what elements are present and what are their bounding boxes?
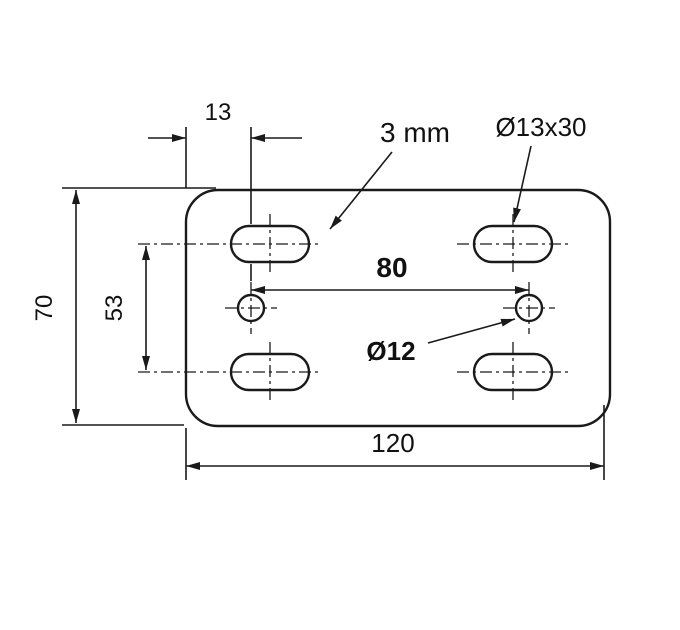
leader-line [513, 145, 532, 223]
label-thickness: 3 mm [380, 117, 450, 148]
dim-label-70: 70 [31, 295, 58, 322]
dim-label-53: 53 [101, 295, 128, 322]
leader-thickness: 3 mm [329, 117, 450, 230]
dimension-center-80: 80 [251, 252, 529, 294]
dimension-top-13: 13 [148, 99, 302, 281]
leader-line [427, 318, 516, 344]
dimension-bottom-120: 120 [185, 405, 605, 480]
leader-slot-size: Ø13x30 [495, 112, 587, 223]
dimension-left-70: 70 [31, 187, 216, 426]
leader-hole-diameter: Ø12 [366, 318, 516, 366]
label-slot-size: Ø13x30 [495, 112, 586, 142]
slots [138, 214, 569, 402]
dim-label-13: 13 [205, 99, 232, 126]
plate-outline [184, 188, 612, 428]
leader-line [329, 151, 393, 230]
dim-label-120: 120 [371, 428, 414, 458]
plate [184, 188, 612, 428]
dimension-left-53: 53 [101, 246, 150, 370]
label-hole-diameter: Ø12 [366, 336, 415, 366]
dim-label-80: 80 [376, 252, 407, 283]
